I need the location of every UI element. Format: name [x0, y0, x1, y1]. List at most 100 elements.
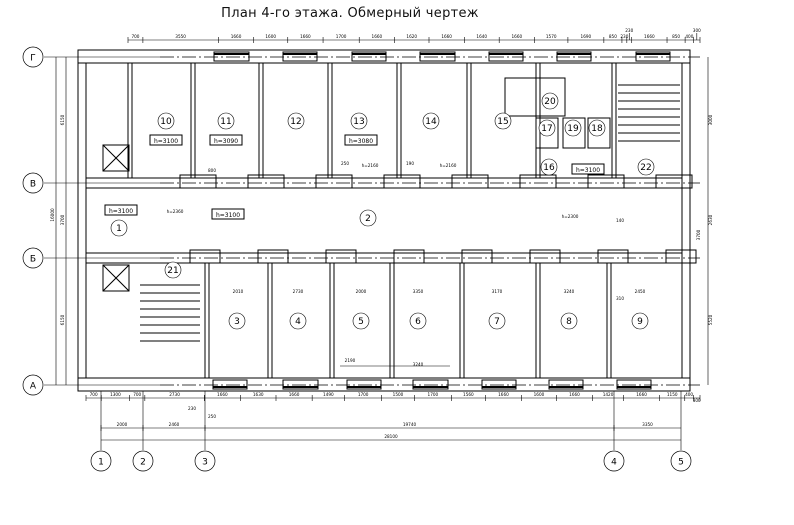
room-number: 4 — [295, 317, 301, 327]
window-north — [635, 51, 671, 62]
dimension-value: 190 — [406, 161, 414, 166]
axis-label: Г — [30, 54, 36, 64]
dimension-value: 3170 — [492, 289, 503, 294]
door-opening — [519, 174, 557, 189]
room-number-bubble — [564, 119, 582, 137]
room-number-bubble — [157, 112, 175, 130]
room-number: 8 — [566, 317, 572, 327]
door-opening — [665, 249, 697, 264]
door-opening — [189, 249, 221, 264]
dimension-value: 1700 — [428, 392, 439, 397]
dimension-value: 2010 — [233, 289, 244, 294]
room-height: h=2160 — [362, 163, 379, 168]
dimension-value: 700 — [90, 392, 98, 397]
dimension-value: 1300 — [110, 392, 121, 397]
room-number-bubble — [494, 112, 512, 130]
axis-label: А — [30, 382, 37, 392]
window-glass — [347, 386, 381, 388]
room-number-bubble — [287, 112, 305, 130]
window-glass — [413, 386, 448, 388]
dimension-value: 6150 — [60, 114, 65, 125]
room-number: 19 — [567, 124, 579, 134]
axis-bubble — [670, 450, 692, 472]
room-number-bubble — [422, 112, 440, 130]
dimension-value: 230 — [620, 34, 628, 39]
dimension-value: 3240 — [564, 289, 575, 294]
room-height: h=2300 — [562, 214, 579, 219]
dimension-value: 700 — [131, 34, 139, 39]
axis-bubble — [194, 450, 216, 472]
room-height: h=3100 — [109, 208, 133, 215]
dimension-value: 1620 — [406, 34, 417, 39]
door-opening — [461, 249, 493, 264]
dimension-value: 1660 — [512, 34, 523, 39]
room-number-bubble — [409, 312, 427, 330]
dimension-value: 700 — [133, 392, 141, 397]
dimension-value: 1640 — [476, 34, 487, 39]
axis-label: 4 — [611, 458, 617, 468]
dimension-total: 28100 — [384, 434, 398, 439]
room-number: 20 — [544, 97, 556, 107]
dimension-value: 1660 — [217, 392, 228, 397]
window-north — [488, 51, 524, 62]
window-south — [212, 379, 248, 390]
dimension-value: 1700 — [336, 34, 347, 39]
dimension-value: 3700 — [60, 214, 65, 225]
room-number-bubble — [289, 312, 307, 330]
room-number: 1 — [116, 224, 122, 234]
height-box — [149, 134, 183, 146]
room-number: 10 — [160, 117, 172, 127]
room-number-bubble — [637, 158, 655, 176]
dimension-value: 3240 — [413, 362, 424, 367]
window-glass — [617, 386, 651, 388]
window-north — [556, 51, 592, 62]
dimension-value: 1660 — [300, 34, 311, 39]
room-number-bubble — [538, 119, 556, 137]
window-north — [419, 51, 456, 62]
dimension-value: 3350 — [413, 289, 424, 294]
dimension-value: 1560 — [463, 392, 474, 397]
window-north — [351, 51, 387, 62]
room-height: h=3100 — [216, 212, 240, 219]
height-box — [104, 204, 138, 216]
window-glass — [557, 53, 591, 55]
dimension-value: 250 — [341, 161, 349, 166]
dimension-value: 230 — [188, 406, 196, 411]
room-height: h=2360 — [167, 209, 184, 214]
dimension-value: 140 — [616, 218, 624, 223]
window-glass — [283, 53, 317, 55]
room-height: h=3090 — [214, 138, 238, 145]
room-number-bubble — [110, 219, 128, 237]
room-number: 17 — [541, 124, 552, 134]
room-number-bubble — [560, 312, 578, 330]
dimension-value: 400 — [685, 34, 693, 39]
axis-label: В — [30, 180, 36, 190]
room-number: 18 — [591, 124, 603, 134]
dimension-value: 2450 — [635, 289, 646, 294]
axis-label: 2 — [140, 458, 146, 468]
window-south — [548, 379, 584, 390]
room-number: 21 — [167, 266, 178, 276]
window-glass — [214, 53, 249, 55]
dimension-value: 2000 — [117, 422, 128, 427]
room-number: 15 — [497, 117, 508, 127]
dimension-value: 5520 — [708, 314, 713, 325]
dimension-value: 1660 — [289, 392, 300, 397]
window-glass — [636, 53, 670, 55]
room-number-bubble — [540, 158, 558, 176]
dimension-value: 1660 — [231, 34, 242, 39]
dimension-value: 1490 — [323, 392, 334, 397]
window-north — [282, 51, 318, 62]
dimension-value: 19740 — [403, 422, 417, 427]
room-number: 16 — [543, 163, 555, 173]
dimension-value: 1150 — [667, 392, 678, 397]
window-north — [213, 51, 250, 62]
room-number: 9 — [637, 317, 643, 327]
axis-bubble — [22, 374, 44, 396]
room-number: 11 — [220, 117, 231, 127]
dimension-value: 850 — [672, 34, 680, 39]
window-glass — [420, 53, 455, 55]
room-number: 6 — [415, 317, 421, 327]
